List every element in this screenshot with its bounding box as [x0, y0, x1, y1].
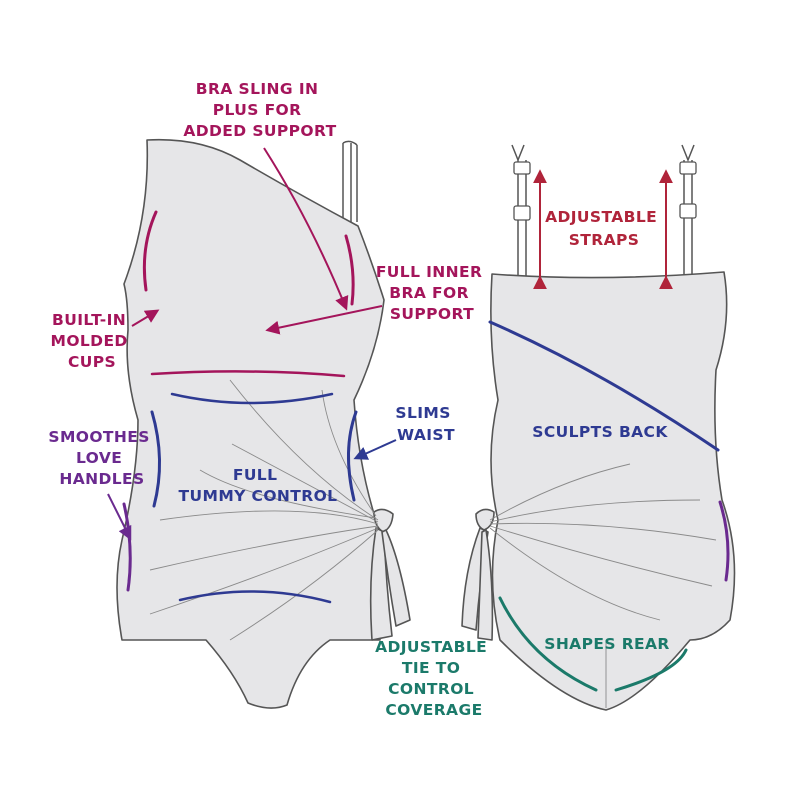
- front-view: [116, 138, 411, 709]
- back-rear-curve-right: [614, 648, 688, 692]
- front-underbust-mark: [150, 370, 346, 378]
- back-strap-left: [511, 144, 531, 280]
- label-sculpts-back: SCULPTS BACK: [532, 423, 668, 441]
- back-strap-right: [679, 144, 697, 278]
- front-fabric-folds: [149, 379, 379, 641]
- back-fabric-folds: [489, 463, 717, 708]
- front-tie-knot: [373, 508, 394, 533]
- arrow-molded-cups: [131, 309, 160, 327]
- front-tummy-mark: [178, 590, 332, 604]
- front-cup-mark-right: [344, 234, 355, 306]
- label-full-inner-bra: FULL INNER BRA FOR SUPPORT: [376, 263, 488, 323]
- arrow-inner-bra: [265, 305, 383, 335]
- front-shoulder-strap: [342, 140, 358, 222]
- label-bra-sling: BRA SLING IN PLUS FOR ADDED SUPPORT: [183, 80, 336, 140]
- back-rear-curve: [498, 596, 598, 692]
- front-side-mark: [150, 410, 161, 508]
- back-side-mark: [718, 500, 730, 582]
- back-garment-body: [490, 271, 736, 711]
- label-molded-cups: BUILT-IN MOLDED CUPS: [51, 311, 134, 371]
- label-love-handles: SMOOTHES LOVE HANDLES: [48, 428, 155, 488]
- front-garment-body: [116, 138, 385, 709]
- label-adjustable-straps: ADJUSTABLE STRAPS: [545, 208, 663, 249]
- label-slims-waist: SLIMS WAIST: [395, 404, 456, 444]
- front-slim-waist-mark: [347, 410, 358, 502]
- arrow-love-handles: [107, 493, 132, 541]
- label-shapes-rear: SHAPES REAR: [544, 635, 670, 653]
- back-view: [461, 144, 736, 711]
- front-hip-mark: [122, 502, 132, 592]
- label-adjustable-tie: ADJUSTABLE TIE TO CONTROL COVERAGE: [375, 638, 493, 719]
- front-waist-mark: [170, 392, 334, 405]
- back-tie-tail-right: [477, 529, 494, 641]
- label-tummy-control: FULL TUMMY CONTROL: [179, 466, 338, 505]
- arrow-slims-waist: [353, 439, 397, 460]
- back-sculpt-curve: [488, 320, 720, 452]
- front-cup-mark-left: [142, 210, 158, 292]
- front-tie-tail-right: [381, 529, 411, 627]
- arrow-bra-sling: [263, 147, 349, 311]
